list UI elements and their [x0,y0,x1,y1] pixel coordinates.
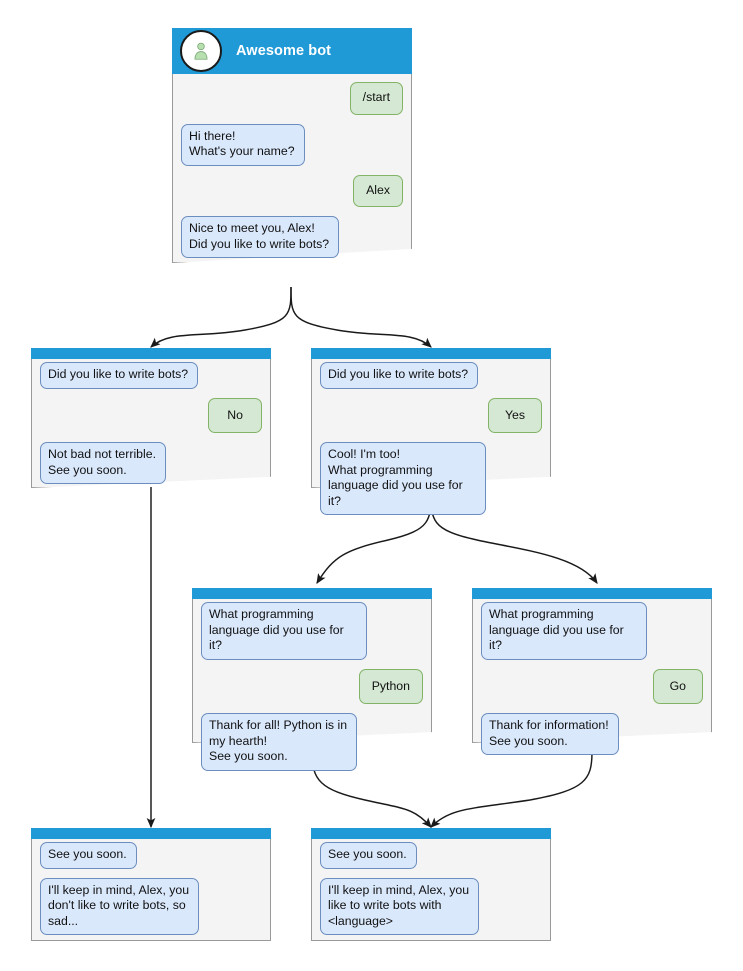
message-row: Nice to meet you, Alex! Did you like to … [181,216,403,258]
chat-bubble-bot[interactable]: Thank for all! Python is in my hearth! S… [201,713,358,771]
chat-bubble-user[interactable]: Python [358,668,423,704]
node-root-chat: /start Hi there! What's your name? Alex … [172,74,412,267]
message-row: Cool! I'm too! What programming language… [320,442,542,515]
node-python-branch[interactable]: What programming language did you use fo… [192,588,432,771]
message-row: What programming language did you use fo… [201,602,423,660]
chat-bubble-user[interactable]: Alex [353,174,403,207]
node-go-branch-chat: What programming language did you use fo… [472,599,712,764]
chat-bubble-bot[interactable]: Not bad not terrible. See you soon. [40,442,167,484]
chat-bubble-bot[interactable]: Nice to meet you, Alex! Did you like to … [181,216,340,258]
message-row: Hi there! What's your name? [181,123,403,166]
chat-bubble-user[interactable]: /start [349,82,403,115]
chat-bubble-bot[interactable]: See you soon. [40,842,137,869]
chat-bubble-bot[interactable]: Thank for information! See you soon. [481,713,619,755]
chat-bubble-bot[interactable]: I'll keep in mind, Alex, you like to wri… [320,877,480,935]
chat-bubble-bot[interactable]: What programming language did you use fo… [201,602,367,660]
node-yes-branch[interactable]: Did you like to write bots? Yes Cool! I'… [311,348,551,515]
chat-bubble-bot[interactable]: Did you like to write bots? [40,362,199,389]
chat-bubble-bot[interactable]: I'll keep in mind, Alex, you don't like … [40,877,200,935]
message-row: Go [481,668,705,704]
node-end-sad[interactable]: See you soon. I'll keep in mind, Alex, y… [31,828,271,943]
node-root-titlebar: Awesome bot [172,28,412,74]
message-row: No [40,397,264,433]
message-row: /start [181,82,405,115]
message-row: Did you like to write bots? [40,362,262,389]
node-python-branch-chat: What programming language did you use fo… [192,599,432,780]
chat-bubble-bot[interactable]: Hi there! What's your name? [181,123,305,166]
message-row: See you soon. [320,842,542,869]
message-row: Thank for information! See you soon. [481,713,703,755]
node-end-happy-titlebar [311,828,551,839]
node-root-title: Awesome bot [236,43,332,59]
message-row: Alex [181,174,405,207]
node-yes-branch-titlebar [311,348,551,359]
message-row: Yes [320,397,544,433]
node-no-branch-titlebar [31,348,271,359]
message-row: Did you like to write bots? [320,362,542,389]
node-python-branch-titlebar [192,588,432,599]
edge-root-to-yes [290,286,432,348]
message-row: What programming language did you use fo… [481,602,703,660]
node-yes-branch-chat: Did you like to write bots? Yes Cool! I'… [311,359,551,524]
chat-bubble-bot[interactable]: What programming language did you use fo… [481,602,647,660]
node-go-branch-titlebar [472,588,712,599]
node-no-branch-chat: Did you like to write bots? No Not bad n… [31,359,271,493]
message-row: I'll keep in mind, Alex, you like to wri… [320,877,542,935]
chat-bubble-user[interactable]: No [208,397,262,433]
node-end-sad-chat: See you soon. I'll keep in mind, Alex, y… [31,839,271,944]
node-end-happy-chat: See you soon. I'll keep in mind, Alex, y… [311,839,551,944]
chat-bubble-bot[interactable]: Did you like to write bots? [320,362,479,389]
message-row: I'll keep in mind, Alex, you don't like … [40,877,262,935]
node-go-branch[interactable]: What programming language did you use fo… [472,588,712,755]
message-row: Thank for all! Python is in my hearth! S… [201,713,423,771]
message-row: Python [201,668,425,704]
node-no-branch[interactable]: Did you like to write bots? No Not bad n… [31,348,271,498]
chat-bubble-user[interactable]: Yes [487,397,542,433]
edge-root-to-no [150,286,292,348]
message-row: See you soon. [40,842,262,869]
chat-bubble-user[interactable]: Go [652,668,703,704]
node-end-sad-titlebar [31,828,271,839]
chat-bubble-bot[interactable]: Cool! I'm too! What programming language… [320,442,486,515]
message-row: Not bad not terrible. See you soon. [40,442,262,484]
user-avatar-icon [180,30,222,72]
node-end-happy[interactable]: See you soon. I'll keep in mind, Alex, y… [311,828,551,943]
chat-bubble-bot[interactable]: See you soon. [320,842,417,869]
node-root[interactable]: Awesome bot /start Hi there! What's your… [172,28,412,288]
